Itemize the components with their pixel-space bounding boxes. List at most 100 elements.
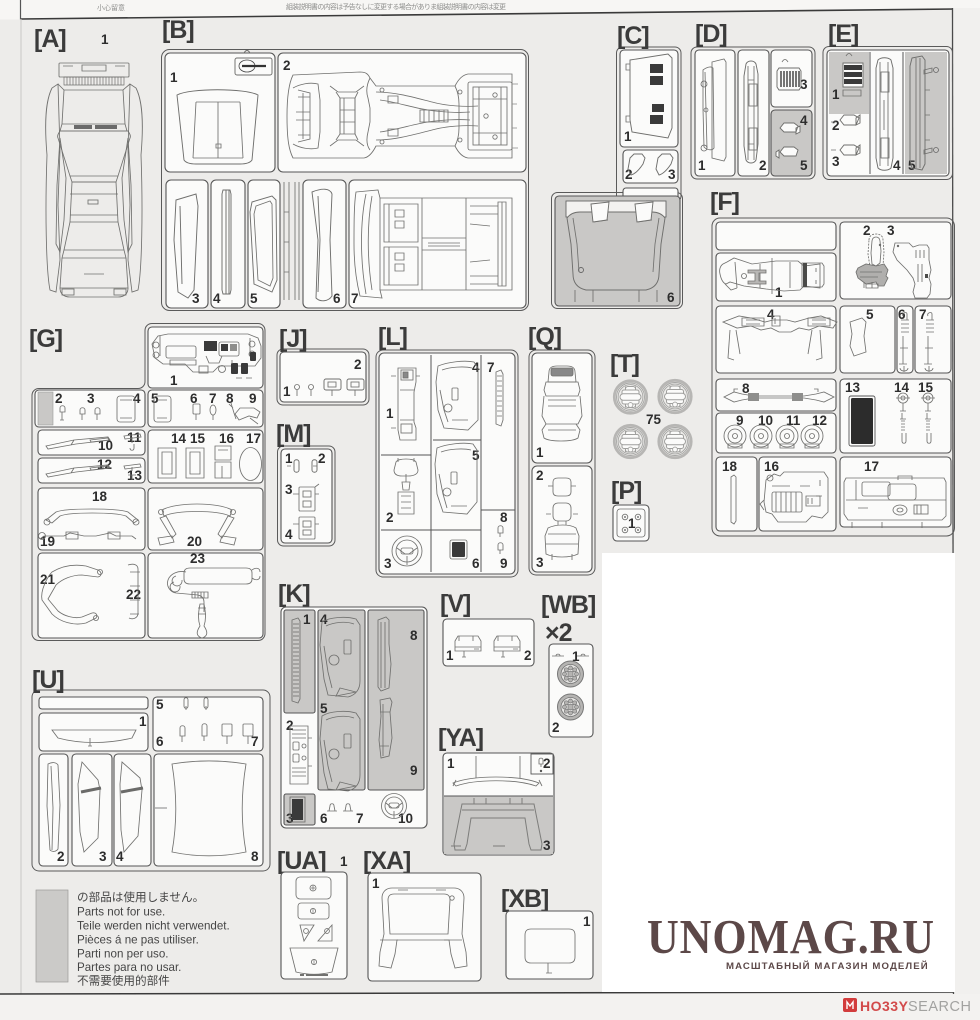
svg-text:17: 17 [246,431,261,446]
svg-text:5: 5 [250,291,258,306]
svg-text:2: 2 [759,158,767,173]
svg-text:6: 6 [898,307,906,322]
svg-text:2: 2 [386,510,394,525]
svg-text:1: 1 [340,854,348,869]
svg-text:[F]: [F] [710,188,739,216]
svg-text:6: 6 [190,391,198,406]
svg-text:3: 3 [536,555,544,570]
svg-text:3: 3 [887,223,895,238]
svg-text:8: 8 [500,510,508,525]
svg-text:5: 5 [320,701,328,716]
svg-text:2: 2 [552,720,560,735]
svg-text:1: 1 [303,612,311,627]
svg-text:18: 18 [92,489,108,504]
svg-text:1: 1 [628,516,636,531]
svg-text:5: 5 [800,158,808,173]
svg-text:2: 2 [57,849,65,864]
svg-text:SEARCH: SEARCH [908,999,971,1015]
svg-text:HO33Y: HO33Y [860,998,909,1014]
svg-text:6: 6 [472,556,480,571]
svg-text:19: 19 [40,534,55,549]
svg-text:9: 9 [249,391,257,406]
svg-text:15: 15 [918,380,934,395]
svg-text:小心留意: 小心留意 [97,3,125,12]
svg-text:4: 4 [133,391,141,406]
svg-text:23: 23 [190,551,206,566]
svg-text:1: 1 [536,445,544,460]
svg-text:8: 8 [226,391,234,406]
svg-text:1: 1 [101,32,109,47]
svg-text:[WB]: [WB] [541,591,595,619]
svg-text:8: 8 [410,628,418,643]
svg-text:20: 20 [187,534,202,549]
svg-text:[B]: [B] [162,16,194,44]
svg-text:Parti non per uso.: Parti non per uso. [77,948,169,961]
svg-text:15: 15 [190,431,206,446]
svg-text:Teile werden nicht verwendet.: Teile werden nicht verwendet. [77,920,230,933]
svg-text:の部品は使用しません。: の部品は使用しません。 [77,890,204,904]
svg-text:16: 16 [219,431,235,446]
svg-text:1: 1 [572,649,580,664]
svg-text:5: 5 [866,307,874,322]
svg-text:[XA]: [XA] [363,847,410,875]
svg-text:[Q]: [Q] [528,323,561,351]
svg-text:[M]: [M] [276,420,310,448]
svg-text:1: 1 [372,876,380,891]
svg-text:[J]: [J] [279,325,307,353]
svg-text:75: 75 [646,412,662,427]
svg-text:2: 2 [543,756,551,771]
svg-text:[K]: [K] [278,580,310,608]
svg-text:6: 6 [156,734,164,749]
svg-text:8: 8 [251,849,259,864]
svg-text:3: 3 [543,838,551,853]
svg-text:3: 3 [87,391,95,406]
svg-text:1: 1 [170,373,178,388]
svg-text:7: 7 [209,391,217,406]
svg-text:22: 22 [126,587,141,602]
svg-text:9: 9 [736,413,744,428]
svg-text:1: 1 [170,70,178,85]
svg-text:1: 1 [139,714,147,729]
svg-text:7: 7 [919,307,927,322]
svg-text:Partes para no usar.: Partes para no usar. [77,961,181,974]
svg-text:5: 5 [151,391,159,406]
svg-text:3: 3 [668,167,676,182]
svg-text:6: 6 [667,290,675,305]
svg-text:10: 10 [758,413,773,428]
svg-text:8: 8 [742,381,750,396]
svg-text:12: 12 [812,413,827,428]
svg-text:[L]: [L] [378,323,407,351]
svg-text:[P]: [P] [611,477,641,505]
svg-text:1: 1 [624,129,632,144]
svg-text:3: 3 [384,556,392,571]
svg-text:Parts not for use.: Parts not for use. [77,906,165,919]
svg-text:16: 16 [764,459,780,474]
svg-text:10: 10 [398,811,413,826]
svg-text:1: 1 [386,406,394,421]
svg-text:4: 4 [767,307,775,322]
svg-text:6: 6 [333,291,341,306]
svg-text:9: 9 [410,763,418,778]
svg-text:2: 2 [354,357,362,372]
svg-text:UNOMAG.RU: UNOMAG.RU [647,909,935,964]
svg-text:[E]: [E] [828,20,858,48]
svg-text:12: 12 [97,457,112,472]
svg-text:3: 3 [800,77,808,92]
svg-text:2: 2 [524,648,532,663]
svg-text:2: 2 [55,391,63,406]
svg-text:[A]: [A] [34,25,66,53]
svg-text:3: 3 [285,482,293,497]
svg-text:1: 1 [583,914,591,929]
svg-text:17: 17 [864,459,879,474]
svg-text:1: 1 [447,756,455,771]
svg-text:1: 1 [283,384,291,399]
svg-text:2: 2 [318,451,326,466]
svg-text:2: 2 [283,58,291,73]
svg-text:Pièces á ne pas utiliser.: Pièces á ne pas utiliser. [77,934,199,947]
svg-text:[UA]: [UA] [277,847,326,875]
svg-text:[T]: [T] [610,350,639,378]
svg-text:1: 1 [446,648,454,663]
svg-text:4: 4 [213,291,221,306]
svg-text:5: 5 [156,697,164,712]
svg-text:[C]: [C] [617,22,649,50]
